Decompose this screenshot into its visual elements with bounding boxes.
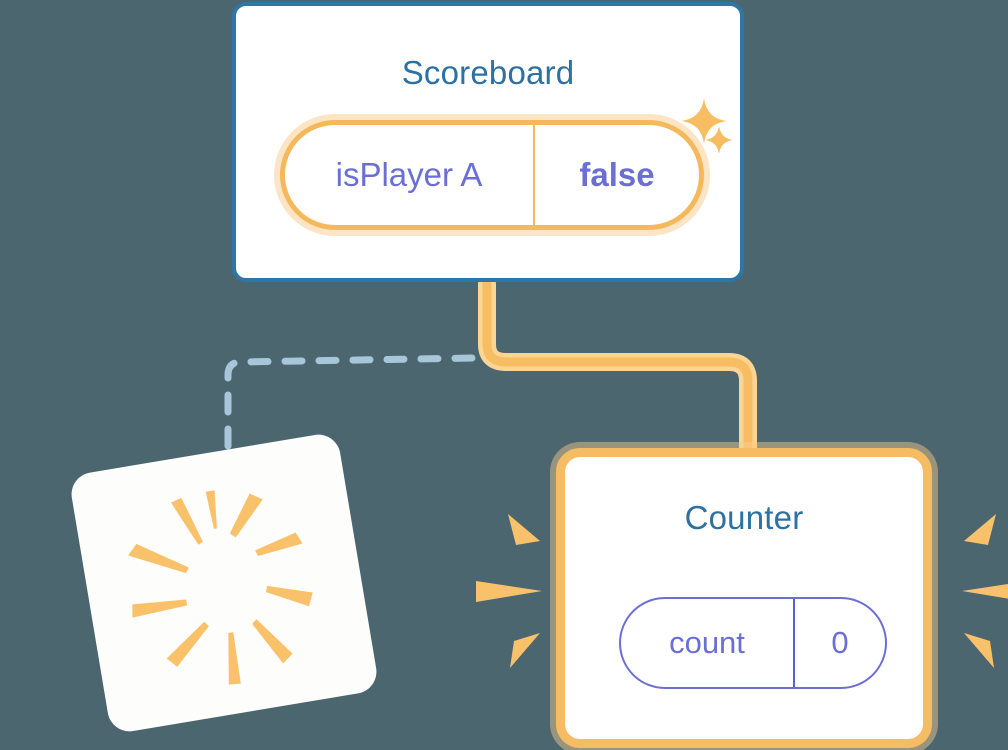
connector-scoreboard-to-counter-halo	[478, 275, 757, 469]
counter-burst-rays-left	[476, 514, 542, 668]
scoreboard-state-value: false	[579, 156, 655, 193]
scoreboard-state-key: isPlayer A	[285, 125, 535, 225]
counter-title: Counter	[684, 499, 804, 536]
counter-state-value: 0	[831, 625, 849, 660]
scoreboard-card[interactable]: Scoreboard isPlayer A false	[232, 2, 744, 282]
counter-burst-rays-right	[962, 514, 1008, 668]
connector-scoreboard-to-counter	[482, 279, 753, 465]
scoreboard-state-pill[interactable]: isPlayer A false	[280, 120, 704, 230]
burst-rays-icon	[128, 490, 313, 685]
counter-state-pill[interactable]: count 0	[619, 597, 887, 689]
ghost-card[interactable]	[68, 431, 380, 735]
scoreboard-title: Scoreboard	[401, 54, 575, 91]
counter-card[interactable]: Counter count 0	[556, 448, 932, 748]
counter-state-key: count	[621, 599, 795, 687]
